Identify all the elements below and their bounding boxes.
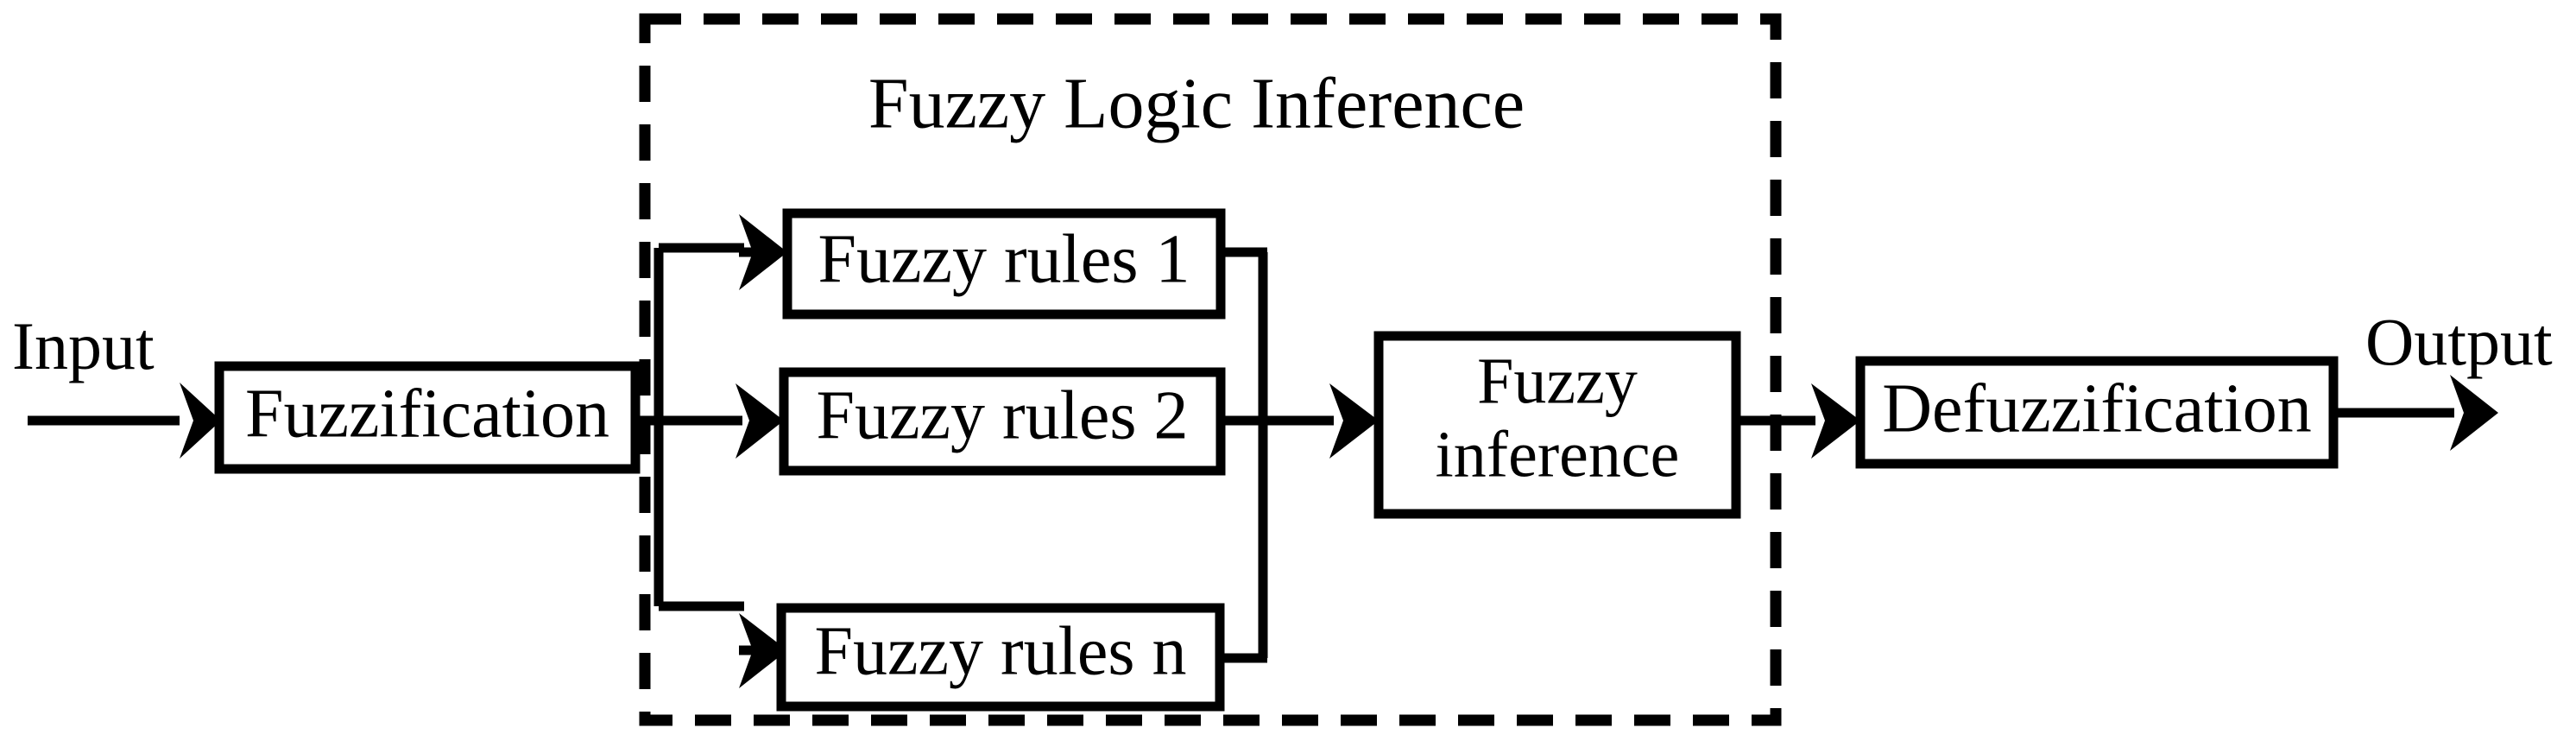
input-label: Input [12, 308, 155, 383]
arrow-head-to-fuzzy-rules-1 [739, 214, 787, 290]
arrow-head-to-fuzzy-rules-n [739, 613, 787, 688]
arrow-head-to-fuzzy-rules-2 [736, 383, 784, 459]
fuzzy-logic-inference-group-border [639, 13, 1782, 726]
input-arrow-head [180, 383, 221, 459]
defuzzification-block [1855, 356, 2339, 469]
fuzzy-logic-inference-group-title: Fuzzy Logic Inference [868, 63, 1525, 143]
output-arrow-head [2450, 375, 2498, 451]
fuzzy-rules-1-label: Fuzzy rules 1 [818, 221, 1190, 297]
fuzzy-inference-label-line-2: inference [1436, 418, 1680, 491]
fuzzy-rules-1-block [782, 208, 1226, 320]
fuzzy-rules-n-label: Fuzzy rules n [814, 613, 1186, 689]
defuzzification-label: Defuzzification [1882, 370, 2312, 446]
fuzzy-inference-label-line-1: Fuzzy [1477, 345, 1638, 417]
fuzzification-label: Fuzzification [245, 376, 609, 452]
arrow-head-to-defuzzification [1811, 383, 1860, 459]
output-label: Output [2365, 304, 2553, 379]
fuzzy-rules-2-label: Fuzzy rules 2 [816, 377, 1188, 453]
fuzzy-rules-n-block [776, 603, 1225, 712]
arrow-head-to-fuzzy-inference [1329, 383, 1379, 459]
